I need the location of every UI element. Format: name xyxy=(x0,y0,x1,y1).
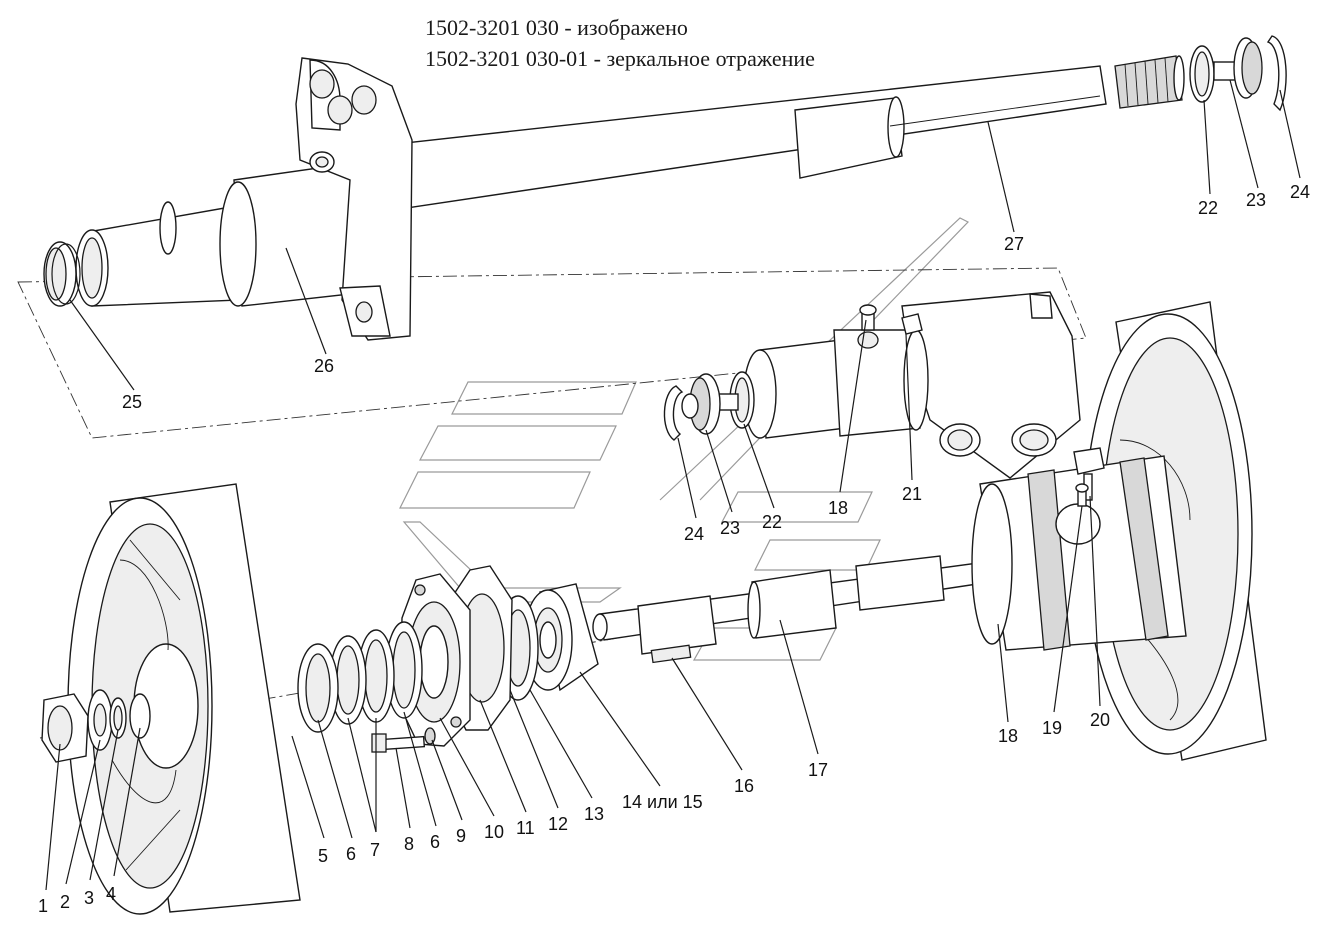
seal-25 xyxy=(43,241,81,307)
callout-27: 27 xyxy=(1004,234,1024,254)
callout-4: 4 xyxy=(106,884,116,904)
bolt-23-upper xyxy=(1213,37,1263,99)
callout-22b: 22 xyxy=(1198,198,1218,218)
washer-3 xyxy=(109,697,127,739)
seal-6-upper xyxy=(385,621,423,719)
callout-16: 16 xyxy=(734,776,754,796)
bolt-23-lower xyxy=(681,373,739,435)
leader-lines xyxy=(45,79,1301,891)
lock-washer-2 xyxy=(87,689,113,751)
ring-22-upper xyxy=(1189,45,1215,103)
key-16 xyxy=(650,644,692,664)
assembly-boundary xyxy=(17,267,1087,439)
washer-9 xyxy=(424,727,436,745)
callout-7: 7 xyxy=(370,840,380,860)
callout-13: 13 xyxy=(584,804,604,824)
flange-cover-11 xyxy=(399,573,471,747)
nut-1 xyxy=(41,693,89,763)
header-line-2: 1502-3201 030-01 - зеркальное отражение xyxy=(425,46,815,71)
callout-18b: 18 xyxy=(998,726,1018,746)
callout-11: 11 xyxy=(516,818,535,838)
fitting-19 xyxy=(1075,483,1089,507)
callout-6a: 6 xyxy=(346,844,356,864)
callout-25: 25 xyxy=(122,392,142,412)
callout-18a: 18 xyxy=(828,498,848,518)
callout-23a: 23 xyxy=(720,518,740,538)
spline-hatching xyxy=(1124,57,1169,107)
seal-7-pair xyxy=(329,629,395,725)
callout-3: 3 xyxy=(84,888,94,908)
callout-21: 21 xyxy=(902,484,922,504)
callout-20: 20 xyxy=(1090,710,1110,730)
callout-24b: 24 xyxy=(1290,182,1310,202)
shaft-17 xyxy=(592,555,1005,655)
key-4 xyxy=(129,693,151,739)
callout-10: 10 xyxy=(484,822,504,842)
callout-6b: 6 xyxy=(430,832,440,852)
header-line-1: 1502-3201 030 - изображено xyxy=(425,15,688,40)
swing-arm xyxy=(901,291,1081,479)
callout-9: 9 xyxy=(456,826,466,846)
callout-22a: 22 xyxy=(762,512,782,532)
ring-22-lower xyxy=(729,371,755,429)
seal-5 xyxy=(297,643,339,733)
callout-24a: 24 xyxy=(684,524,704,544)
callout-1: 1 xyxy=(38,896,48,916)
callout-14-or-15: 14 или 15 xyxy=(622,792,703,812)
callout-12: 12 xyxy=(548,814,568,834)
circlip-24-lower xyxy=(663,385,684,441)
circlip-24-upper xyxy=(1266,35,1287,112)
callout-19: 19 xyxy=(1042,718,1062,738)
callout-5: 5 xyxy=(318,846,328,866)
callout-23b: 23 xyxy=(1246,190,1266,210)
axle-shaft-27 xyxy=(359,55,1185,215)
gear-housing xyxy=(971,455,1187,651)
axle-housing-26 xyxy=(75,57,413,341)
bolt-8 xyxy=(371,733,426,753)
callout-2: 2 xyxy=(60,892,70,912)
bushing-upper xyxy=(743,304,929,439)
callout-26: 26 xyxy=(314,356,334,376)
callout-17: 17 xyxy=(808,760,828,780)
callout-8: 8 xyxy=(404,834,414,854)
